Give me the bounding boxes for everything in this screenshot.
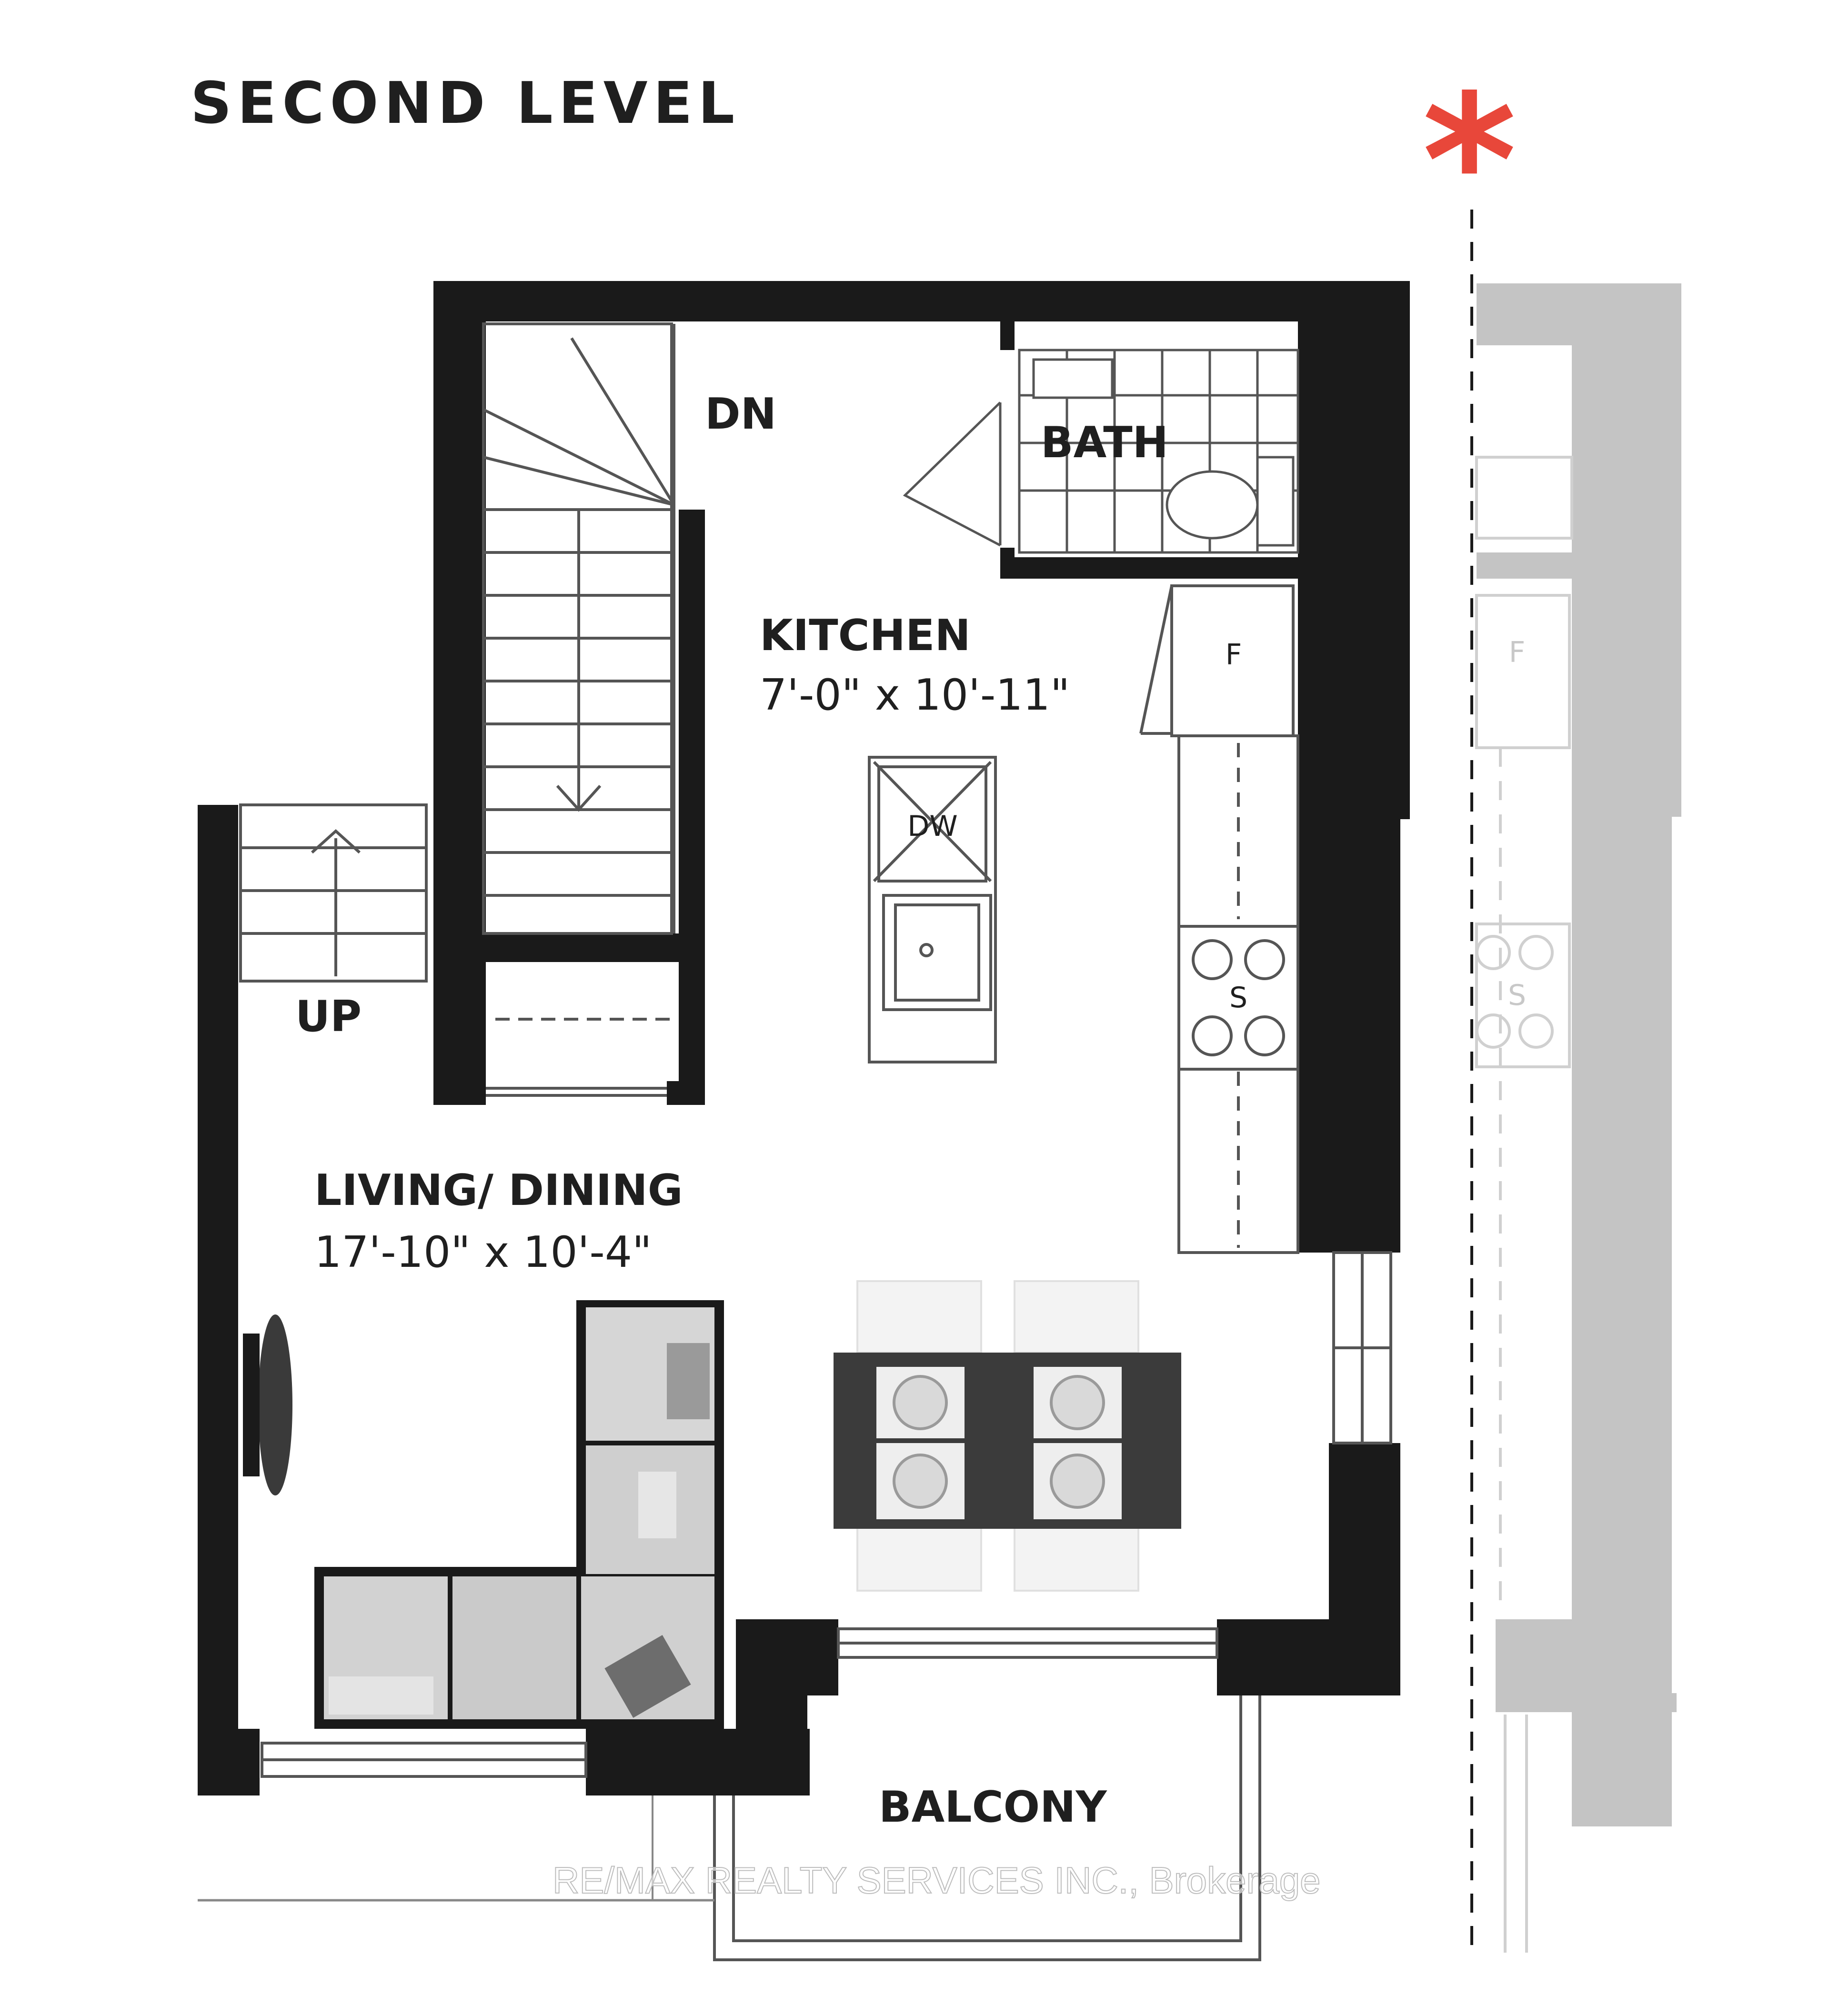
- ghost-stove-label: S: [1508, 979, 1526, 1012]
- plan-title: SECOND LEVEL: [191, 70, 740, 137]
- bath-label: BATH: [1041, 418, 1168, 468]
- ghost-fixtures: [1475, 456, 1573, 1953]
- stair-down: [482, 322, 676, 1097]
- stair-down-label: DN: [705, 389, 776, 439]
- balcony-label: BALCONY: [879, 1782, 1107, 1832]
- windows: [261, 1251, 1392, 1778]
- adjacent-unit-ghost: [1477, 283, 1681, 1826]
- stove-label: S: [1229, 981, 1247, 1014]
- sectional-sofa: [314, 1300, 724, 1729]
- dishwasher-label: DW: [907, 810, 958, 843]
- bath-fixtures: [903, 349, 1299, 554]
- dining-table: [834, 1280, 1181, 1592]
- living-dining-label: LIVING/ DINING: [314, 1165, 683, 1215]
- ghost-fridge-label: F: [1509, 636, 1526, 669]
- stair-up: [239, 803, 428, 983]
- fridge-label: F: [1226, 638, 1242, 672]
- tv-unit: [243, 1314, 292, 1495]
- asterisk-marker-icon: *: [1422, 56, 1517, 267]
- watermark: RE/MAX REALTY SERVICES INC., Brokerage: [553, 1859, 1321, 1901]
- balcony-rail: [713, 1695, 1261, 1961]
- kitchen-label: KITCHEN: [760, 611, 971, 661]
- living-dining-dimensions: 17'-10" x 10'-4": [314, 1227, 652, 1277]
- exterior-walls: [198, 281, 1410, 1795]
- kitchen-dimensions: 7'-0" x 10'-11": [760, 670, 1070, 720]
- kitchen-counters: [868, 584, 1299, 1254]
- stair-up-label: UP: [295, 992, 362, 1042]
